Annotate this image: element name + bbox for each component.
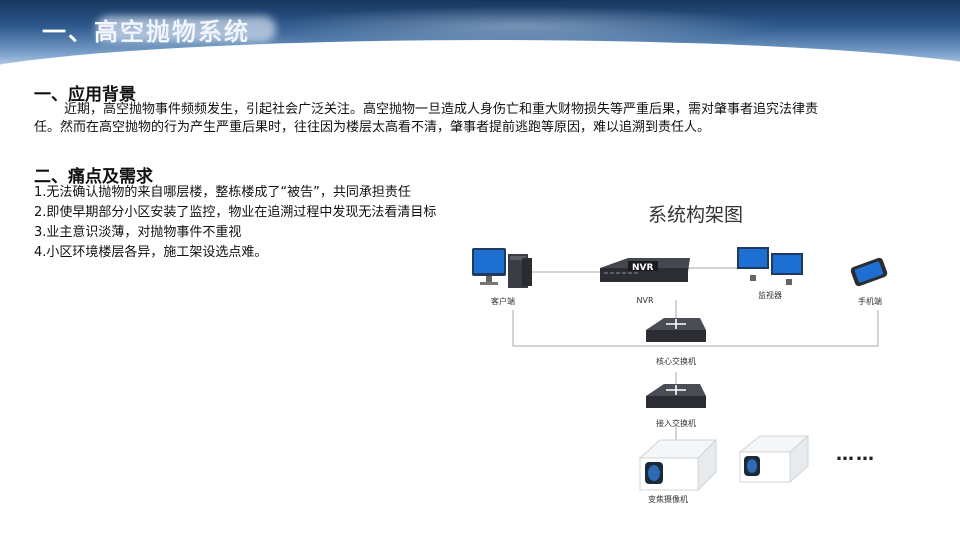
label-monitor: 监视器 (758, 291, 782, 300)
header-banner (0, 0, 960, 78)
section2-heading: 二、痛点及需求 (34, 167, 153, 187)
zoom-camera-icon-2 (738, 434, 810, 484)
bus-line (512, 310, 879, 347)
nvr-device-icon (600, 258, 690, 282)
label-core-switch: 核心交换机 (656, 357, 696, 366)
section1-body: 近期，高空抛物事件频频发生，引起社会广泛关注。高空抛物一旦造成人身伤亡和重大财物… (34, 102, 819, 135)
diagram-title: 系统构架图 (648, 204, 744, 226)
label-camera: 变焦摄像机 (648, 495, 688, 504)
connection-lines (512, 267, 879, 442)
phone-icon (850, 257, 888, 287)
pain-point-2: 2.即使早期部分小区安装了监控，物业在追溯过程中发现无法看清目标 (34, 205, 437, 220)
label-nvr: NVR (636, 296, 654, 305)
title-blur-overlay (96, 16, 276, 42)
label-access-switch: 接入交换机 (656, 419, 696, 428)
label-phone: 手机端 (858, 297, 882, 306)
nvr-badge: NVR (632, 263, 654, 273)
system-architecture-diagram (472, 247, 888, 492)
section1-heading: 一、应用背景 (34, 85, 136, 105)
client-pc-icon (472, 248, 532, 288)
pain-point-4: 4.小区环境楼层各异，施工架设选点难。 (34, 245, 268, 260)
label-client: 客户端 (491, 297, 515, 306)
pain-point-1: 1.无法确认抛物的来自哪层楼，整栋楼成了“被告”，共同承担责任 (34, 185, 411, 200)
core-switch-icon (646, 318, 706, 342)
zoom-camera-icon-1 (638, 438, 718, 492)
pain-point-3: 3.业主意识淡薄，对抛物事件不重视 (34, 225, 242, 240)
diagram-ellipsis: …… (836, 444, 876, 465)
access-switch-icon (646, 384, 706, 408)
monitor-wall-icon (737, 247, 803, 285)
header-glow (260, 6, 780, 46)
